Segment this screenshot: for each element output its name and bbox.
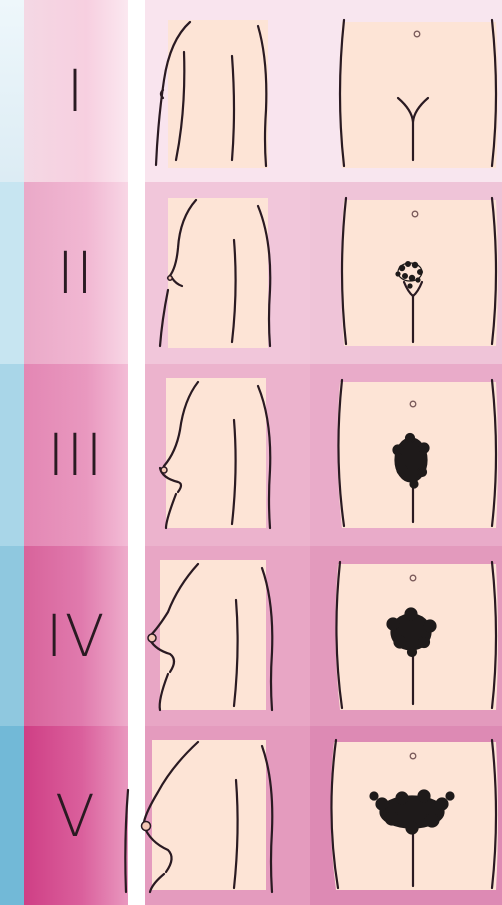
- tanner-illustrations: [0, 0, 502, 905]
